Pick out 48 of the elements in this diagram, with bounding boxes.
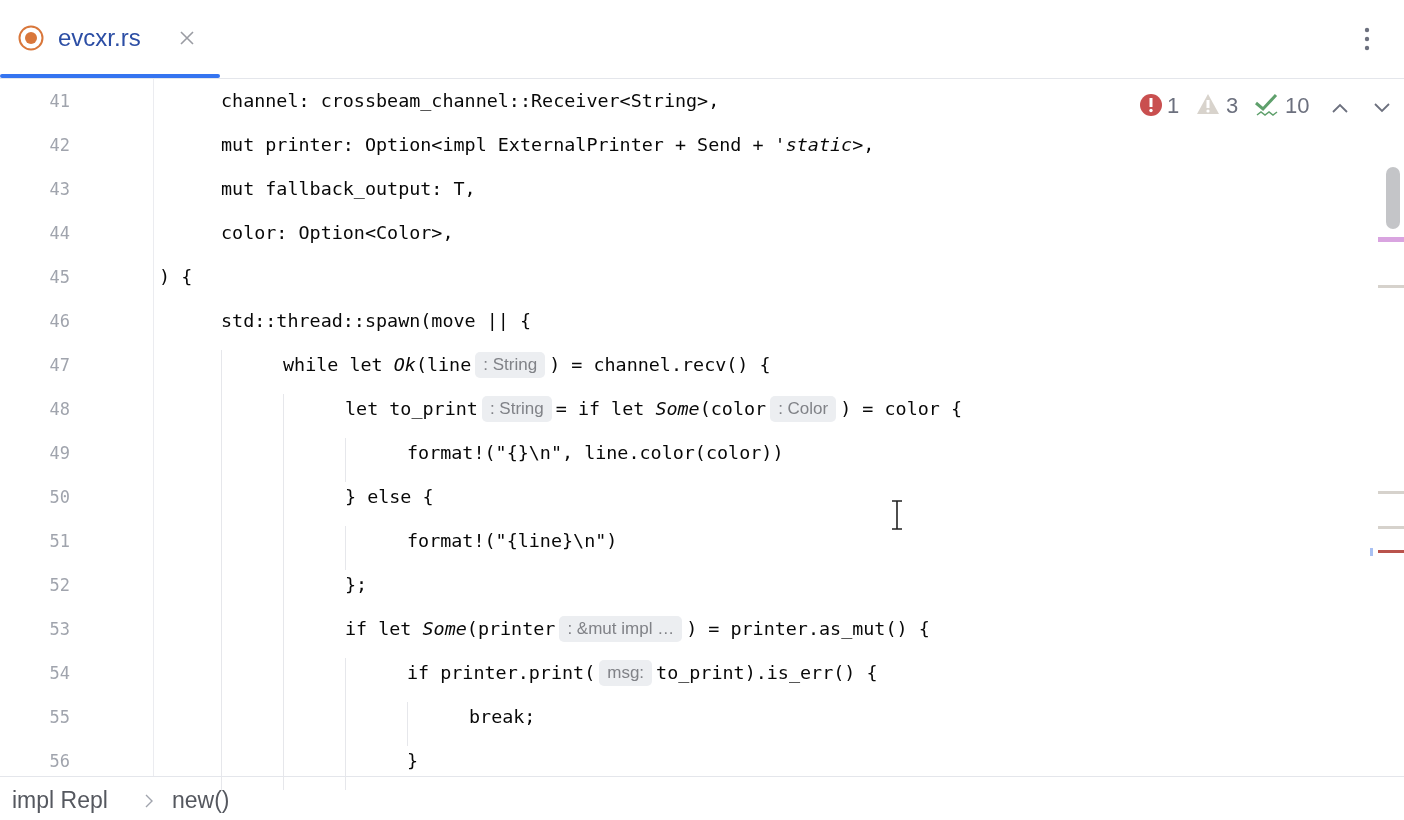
code-text: mut printer: Option<impl ExternalPrinter + Send + 'static>,	[221, 133, 875, 157]
line-number: 43	[48, 178, 70, 201]
inlay-hint: : String	[481, 396, 552, 422]
tab-title: evcxr.rs	[58, 24, 141, 52]
line-number: 53	[48, 618, 70, 641]
code-text: ) = channel.recv() {	[549, 353, 771, 377]
line-number: 47	[48, 354, 70, 377]
code-text: ) {	[159, 265, 193, 289]
breadcrumb: impl Repl	[12, 787, 108, 814]
typo-count: 10	[1285, 93, 1310, 119]
code-text: ) = color {	[840, 397, 962, 421]
line-number: 45	[48, 266, 70, 289]
line-number: 44	[48, 222, 70, 245]
code-text: }	[407, 749, 419, 773]
line-number: 52	[48, 574, 70, 597]
code-text: };	[345, 573, 368, 597]
code-text: = if let Some(color	[555, 397, 767, 421]
code-text: break;	[469, 705, 536, 729]
line-number: 41	[48, 90, 70, 113]
warning-count: 3	[1226, 93, 1239, 119]
code-text: let to_print	[345, 397, 478, 421]
inlay-hint: : Color	[770, 396, 837, 422]
line-number: 49	[48, 442, 70, 465]
code-text: ) = printer.as_mut() {	[686, 617, 930, 641]
code-text: if let Some(printer	[345, 617, 556, 641]
line-number: 46	[48, 310, 70, 333]
line-number: 50	[48, 486, 70, 509]
code-text: channel: crossbeam_channel::Receiver<String>,	[221, 89, 720, 113]
code-text: color: Option<Color>,	[221, 221, 454, 245]
code-text: if printer.print(	[407, 661, 596, 685]
code-text: std::thread::spawn(move || {	[221, 309, 532, 333]
code-text: mut fallback_output: T,	[221, 177, 476, 201]
code-text: format!("{}\n", line.color(color))	[407, 441, 784, 465]
breadcrumb: new()	[172, 787, 230, 814]
line-number: 48	[48, 398, 70, 421]
inlay-hint: : String	[475, 352, 546, 378]
code-text: format!("{line}\n")	[407, 529, 618, 553]
line-number: 54	[48, 662, 70, 685]
error-count: 1	[1167, 93, 1180, 119]
inlay-hint: : &mut impl …	[559, 616, 683, 642]
line-number: 55	[48, 706, 70, 729]
code-text: to_print).is_err() {	[656, 661, 878, 685]
line-number: 56	[48, 750, 70, 773]
line-number: 42	[48, 134, 70, 157]
code-text: while let Ok(line	[283, 353, 472, 377]
code-text: } else {	[345, 485, 434, 509]
inlay-hint: msg:	[599, 660, 653, 686]
line-number: 51	[48, 530, 70, 553]
